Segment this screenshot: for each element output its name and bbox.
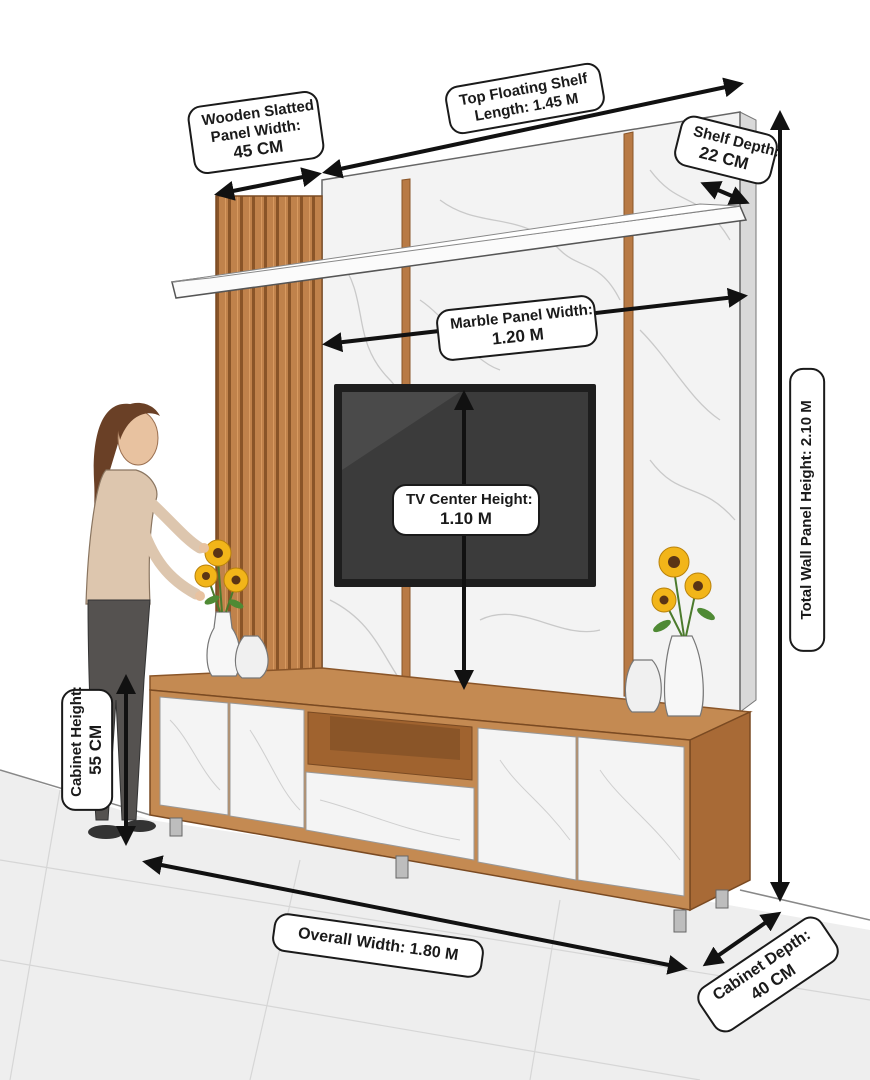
label-line: Cabinet Height: — [68, 686, 86, 797]
cabinet-veins — [169, 719, 681, 861]
vase-round-right — [624, 659, 662, 713]
shelf-top-face — [171, 203, 741, 283]
tv-screen-glare — [342, 392, 460, 470]
cabinet-height-label: Cabinet Height: 55 CM — [61, 686, 113, 811]
cabinet-leg-1 — [169, 817, 183, 837]
cabinet-depth-arrow — [702, 911, 782, 967]
wall-height-label: Total Wall Panel Height: 2.10 M — [789, 367, 825, 652]
sunflowers-right — [651, 546, 715, 637]
label-line: Total Wall Panel Height: 2.10 M — [798, 400, 816, 620]
vase-tall-right — [663, 635, 704, 717]
shelf-length-arrow — [322, 77, 744, 179]
wall-floor-line-right — [739, 889, 870, 921]
overall-width-arrow — [142, 855, 688, 975]
cabinet-leg-4 — [715, 889, 729, 909]
cabinet-door-3 — [477, 727, 577, 881]
cabinet-side — [689, 710, 751, 912]
niche-back — [330, 716, 460, 760]
label-value: 1.10 M — [440, 508, 492, 528]
sunflowers-left — [194, 539, 249, 613]
cabinet-door-4 — [577, 736, 685, 897]
cabinet-door-1 — [159, 696, 229, 816]
wooden-panel-width-arrow — [214, 167, 322, 201]
vase-round-left — [234, 635, 269, 679]
cabinet-door-2 — [229, 702, 305, 829]
vase-tall-left — [206, 611, 241, 677]
shelf-depth-arrow — [700, 181, 750, 205]
label-value: 55 CM — [85, 724, 105, 775]
cabinet-leg-3 — [673, 909, 687, 933]
tv-center-height-label: TV Center Height: 1.10 M — [392, 484, 540, 536]
label-line: TV Center Height: — [406, 491, 533, 508]
cabinet-leg-2 — [395, 855, 409, 879]
